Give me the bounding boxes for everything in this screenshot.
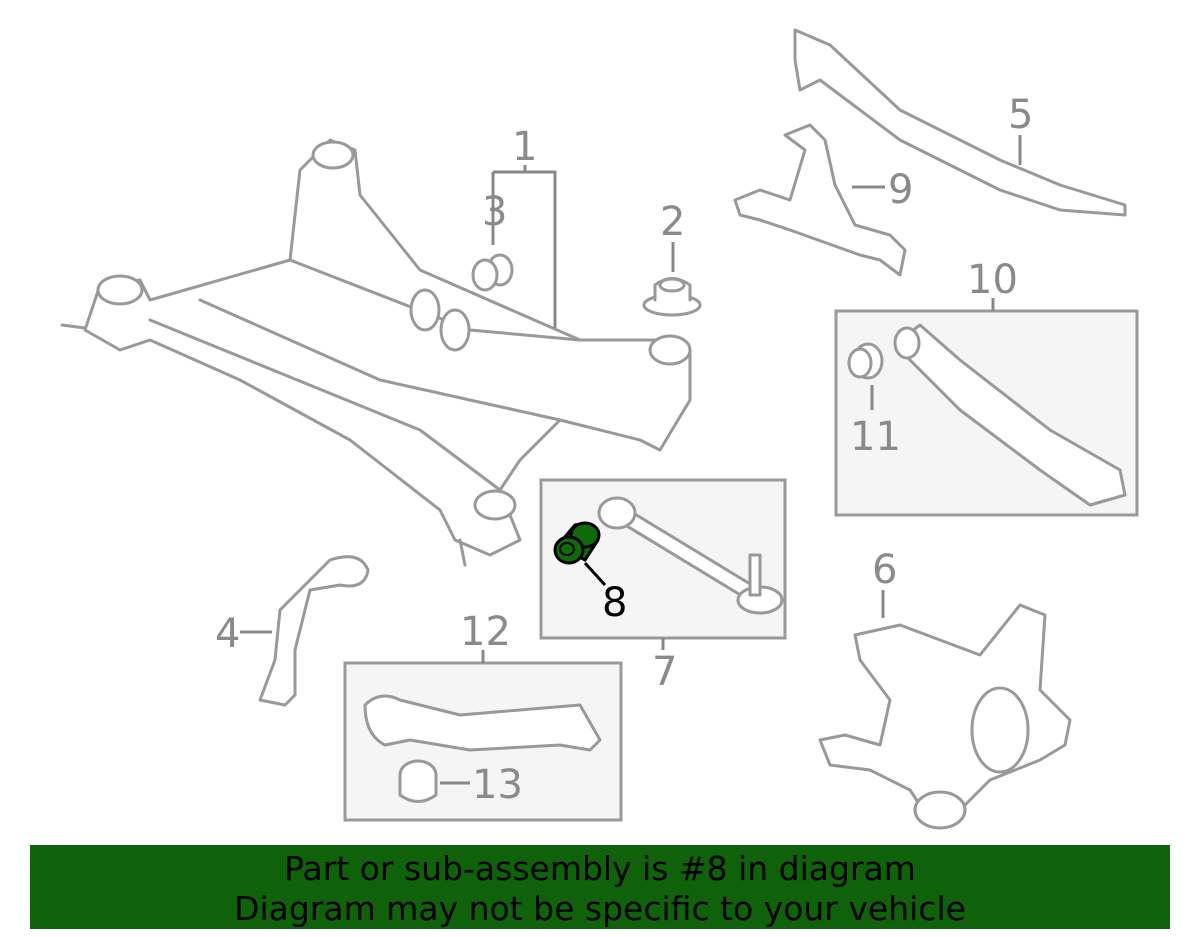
rear-subframe — [60, 138, 692, 567]
callout-6: 6 — [872, 547, 897, 593]
upper-arm-9 — [733, 123, 907, 277]
lateral-link-10 — [893, 323, 1127, 507]
callout-8: 8 — [602, 580, 627, 626]
callout-12: 12 — [460, 609, 511, 655]
bushing-11 — [847, 342, 884, 380]
callout-10: 10 — [967, 257, 1018, 303]
leader-8 — [583, 561, 607, 587]
knuckle-6 — [818, 603, 1072, 830]
callout-5: 5 — [1008, 92, 1033, 138]
callout-11: 11 — [850, 414, 901, 460]
callout-13: 13 — [472, 762, 523, 808]
banner-line-1: Part or sub-assembly is #8 in diagram — [284, 849, 916, 888]
arm-12 — [363, 694, 602, 752]
callout-7: 7 — [652, 649, 677, 695]
bushing-8-highlighted — [553, 521, 601, 565]
bushing-13 — [398, 759, 438, 803]
crossmember-5 — [793, 28, 1127, 217]
banner-line-2: Diagram may not be specific to your vehi… — [234, 889, 966, 928]
callout-9: 9 — [888, 167, 913, 213]
leader-1 — [491, 165, 557, 328]
link-7 — [597, 496, 784, 615]
callout-4: 4 — [215, 611, 240, 657]
trailing-arm-4 — [258, 555, 370, 707]
info-banner: Part or sub-assembly is #8 in diagram Di… — [30, 845, 1170, 929]
callout-3: 3 — [482, 189, 507, 235]
callout-2: 2 — [660, 199, 685, 245]
mount-2 — [642, 277, 702, 317]
callout-1: 1 — [512, 124, 537, 170]
bushing-3 — [471, 253, 514, 292]
